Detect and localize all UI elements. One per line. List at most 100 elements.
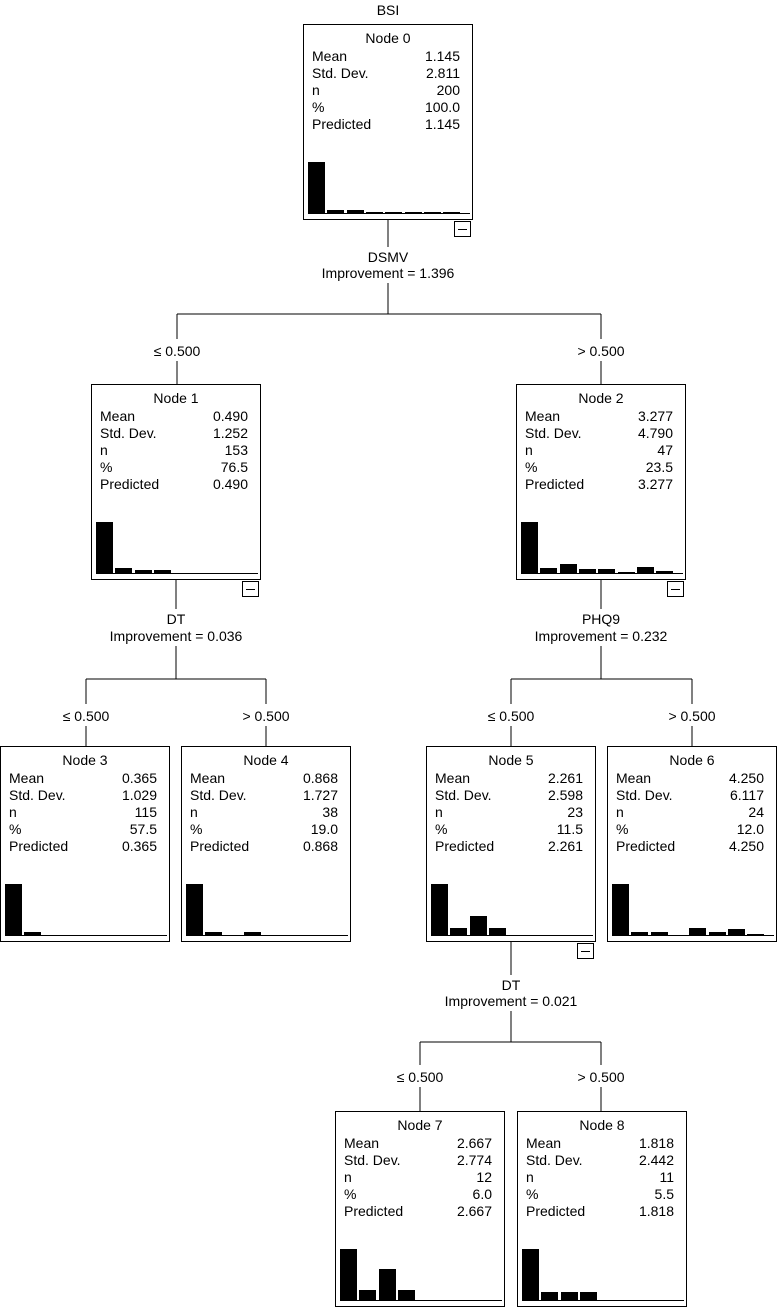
split-variable-label: DSMV <box>367 249 409 265</box>
node-title: Node 6 <box>669 752 715 768</box>
stat-value: 153 <box>224 442 248 458</box>
histogram-bar <box>631 932 649 936</box>
histogram-bar <box>243 932 261 936</box>
split-improvement-label: Improvement = 0.036 <box>109 628 243 644</box>
stat-value: 38 <box>322 804 338 820</box>
stat-value: 24 <box>748 804 764 820</box>
stat-row-sd: Std. Dev.6.117 <box>616 787 764 804</box>
histogram-bar <box>397 1290 415 1301</box>
stat-row-pct: %19.0 <box>190 821 338 838</box>
stat-label: Std. Dev. <box>9 787 66 803</box>
histogram-bar <box>327 210 345 214</box>
stat-label: Mean <box>344 1135 380 1151</box>
stat-label: n <box>435 804 443 820</box>
histogram-bar <box>153 570 171 574</box>
stat-value: 1.029 <box>121 787 157 803</box>
stat-value: 23.5 <box>645 459 673 475</box>
collapse-node-button[interactable] <box>667 581 684 597</box>
stat-label: Std. Dev. <box>100 425 157 441</box>
stat-label: Mean <box>190 770 226 786</box>
collapse-node-button[interactable] <box>242 581 259 597</box>
stat-value: 47 <box>657 442 673 458</box>
histogram-bar <box>205 932 223 936</box>
stat-value: 5.5 <box>654 1186 674 1202</box>
stat-value: 57.5 <box>129 821 157 837</box>
stat-label: Mean <box>312 48 348 64</box>
stat-label: Predicted <box>190 838 250 854</box>
collapse-node-button[interactable] <box>454 221 471 237</box>
stat-label: Predicted <box>525 476 585 492</box>
node-title: Node 5 <box>488 752 534 768</box>
stat-value: 19.0 <box>310 821 338 837</box>
split-right-condition: > 0.500 <box>577 1069 625 1085</box>
stat-value: 23 <box>567 804 583 820</box>
stat-label: % <box>525 459 538 475</box>
histogram-baseline <box>431 935 593 936</box>
stat-value: 2.261 <box>547 770 583 786</box>
stat-value: 12 <box>476 1169 492 1185</box>
stat-row-pct: %57.5 <box>9 821 157 838</box>
node-title: Node 0 <box>365 30 411 46</box>
histogram-bar <box>650 932 668 936</box>
histogram-bar <box>656 571 674 574</box>
stat-row-mean: Mean 0.868 <box>190 770 338 787</box>
histogram-baseline <box>340 1300 502 1301</box>
split-improvement-label: Improvement = 0.232 <box>534 628 668 644</box>
stat-value: 2.811 <box>426 65 460 81</box>
stat-row-pct: %76.5 <box>100 459 248 476</box>
stat-row-pct: %100.0 <box>312 99 460 116</box>
stat-row-pct: % 23.5 <box>525 459 673 476</box>
stat-label: n <box>344 1169 352 1185</box>
histogram-bar <box>540 568 558 574</box>
stat-value: 11.5 <box>556 821 583 837</box>
histogram-bar <box>24 932 42 936</box>
split-improvement-label: Improvement = 0.021 <box>444 993 578 1009</box>
stat-value: 1.818 <box>638 1203 674 1219</box>
stat-label: Predicted <box>344 1203 404 1219</box>
stat-row-pct: %12.0 <box>616 821 764 838</box>
split-variable-label: DT <box>166 611 186 627</box>
stat-label: Std. Dev. <box>344 1152 401 1168</box>
stat-row-sd: Std. Dev.2.598 <box>435 787 583 804</box>
split-right-condition: > 0.500 <box>242 708 290 724</box>
histogram-bar <box>689 928 707 936</box>
stat-row-pct: % 6.0 <box>344 1186 492 1203</box>
histogram-bar <box>431 884 448 936</box>
stat-row-pred: Predicted 1.818 <box>526 1203 674 1220</box>
stat-label: Predicted <box>9 838 69 854</box>
split-variable-label: DT <box>501 977 521 993</box>
histogram-bar <box>488 928 506 936</box>
stat-value: 0.868 <box>302 770 338 786</box>
stat-value: 6.0 <box>472 1186 492 1202</box>
collapse-node-button[interactable] <box>577 943 594 959</box>
histogram-baseline <box>186 935 348 936</box>
stat-label: Predicted <box>100 476 160 492</box>
node-histogram <box>431 876 593 936</box>
stat-label: % <box>344 1186 357 1202</box>
stat-label: n <box>312 82 320 98</box>
stat-label: Predicted <box>526 1203 586 1219</box>
stat-value: 1.252 <box>212 425 248 441</box>
stat-label: Mean <box>526 1135 562 1151</box>
stat-value: 76.5 <box>220 459 248 475</box>
histogram-bar <box>612 884 629 936</box>
